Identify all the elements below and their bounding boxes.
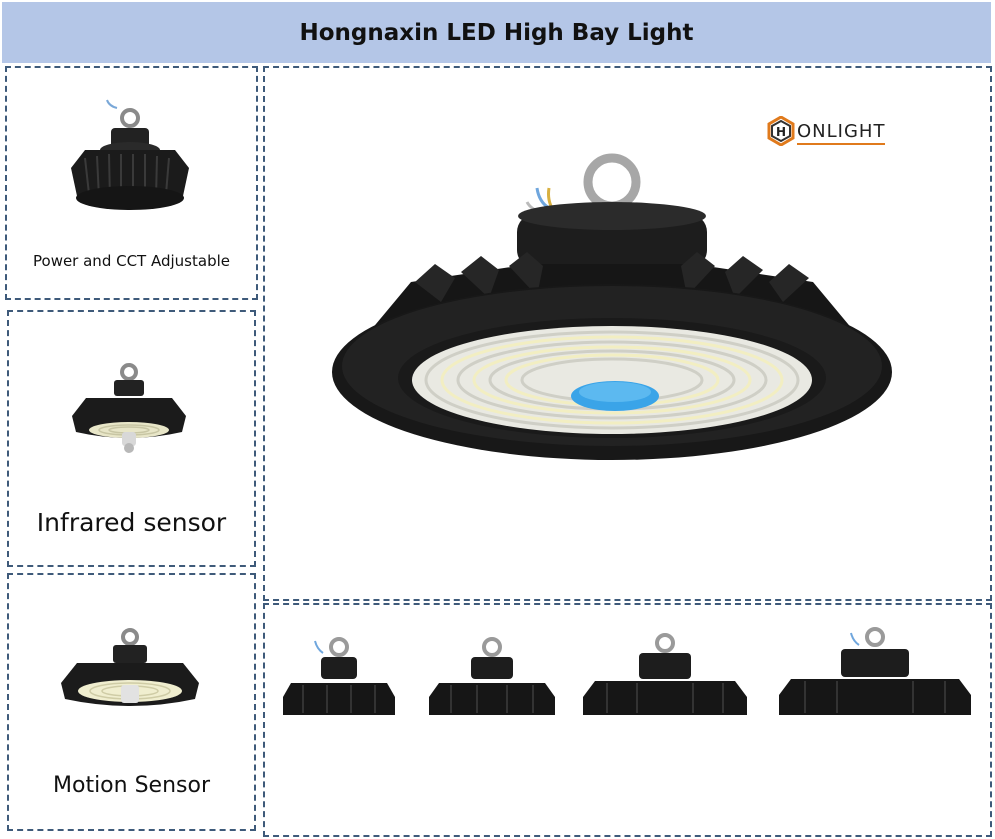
- brand-logo: H ONLIGHT: [767, 116, 886, 146]
- logo-initial: H: [776, 125, 786, 139]
- panel-infrared: Infrared sensor: [7, 310, 256, 567]
- logo-text: ONLIGHT: [797, 120, 886, 142]
- variant-lamp-small: [283, 637, 395, 715]
- panel-caption: Motion Sensor: [53, 773, 210, 798]
- panel-size-variants: [263, 603, 992, 837]
- high-bay-light-image: [71, 99, 189, 210]
- hexagon-logo-icon: H: [767, 116, 795, 146]
- panel-power-cct: Power and CCT Adjustable: [5, 66, 258, 300]
- panel-caption: Power and CCT Adjustable: [33, 252, 230, 270]
- high-bay-light-infrared-image: [72, 363, 186, 453]
- page-title-bar: Hongnaxin LED High Bay Light: [2, 2, 991, 63]
- variant-lamp-medium: [429, 637, 555, 715]
- variant-lamp-large: [583, 633, 747, 715]
- page-title: Hongnaxin LED High Bay Light: [299, 19, 694, 46]
- panel-main-product: H ONLIGHT: [263, 66, 992, 601]
- high-bay-light-motion-image: [61, 628, 199, 706]
- high-bay-light-main-image: [332, 153, 892, 460]
- panel-caption: Infrared sensor: [36, 508, 227, 537]
- variant-lamp-extra-large: [779, 627, 971, 715]
- panel-motion: Motion Sensor: [7, 573, 256, 831]
